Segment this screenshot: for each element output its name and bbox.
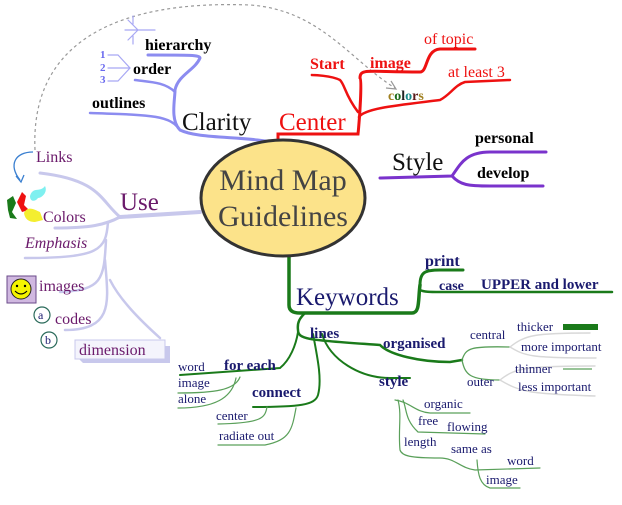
branch-use [23,171,202,340]
organised-more-important: more important [521,339,602,354]
colors-letter: l [401,89,405,104]
use-codes: codes [55,311,91,328]
style-same-as-image: image [486,472,518,487]
center-at-least-3: at least 3 [448,64,505,81]
branch-keywords [287,253,614,364]
branch-organised [461,332,597,397]
branch-label-style[interactable]: Style [392,149,443,176]
center-of-topic: of topic [424,31,473,48]
keywords-case: case [439,279,464,294]
central-topic-line2: Guidelines [218,200,348,233]
organised-outer: outer [467,374,494,389]
keywords-case-value: UPPER and lower [481,277,599,293]
style-same-as: same as [451,441,492,456]
branch-label-center[interactable]: Center [279,109,346,136]
smiley-image-icon [6,275,37,304]
thicker-line-sample [563,324,598,330]
svg-text:b: b [45,333,51,347]
style-develop: develop [477,165,530,182]
connect-radiate-out: radiate out [219,428,275,443]
colors-letter: r [412,89,418,104]
branch-label-clarity[interactable]: Clarity [182,109,252,136]
for-each-word: word [178,359,205,374]
colors-letter: c [388,89,394,104]
code-badge-b: b [40,331,58,349]
branch-label-keywords[interactable]: Keywords [296,284,399,311]
svg-text:a: a [38,308,44,322]
links-arrowhead-icon [15,174,25,184]
branch-lines [179,331,411,408]
link-dashed-arrow [34,3,396,151]
lines-connect: connect [252,385,301,401]
colors-letter: s [418,89,424,104]
lines-organised: organised [383,336,446,352]
color-splash-icon [7,186,46,222]
central-topic[interactable]: Mind Map Guidelines [199,138,367,258]
clarity-order: order [133,61,171,78]
branch-clarity [88,15,287,147]
clarity-hierarchy: hierarchy [145,37,211,54]
order-number-2: 2 [100,62,106,74]
clarity-outlines: outlines [92,95,145,112]
use-links[interactable]: Links [36,149,72,166]
use-colors: Colors [43,209,86,226]
branch-center [276,47,512,162]
dimension-box [74,339,170,363]
organised-central: central [470,327,506,342]
style-flowing: flowing [447,419,488,434]
use-images: images [39,278,84,295]
branch-label-use[interactable]: Use [120,189,159,216]
colors-letter: o [394,89,401,104]
style-personal: personal [475,130,534,147]
style-same-as-word: word [507,453,534,468]
branch-lines-style [394,399,541,489]
central-topic-ellipse [199,138,367,258]
keywords-print: print [425,253,460,270]
style-free: free [418,413,438,428]
lines-label: lines [310,326,339,342]
use-emphasis: Emphasis [24,235,87,252]
lines-style: style [379,374,409,390]
link-arrowhead [385,80,398,90]
for-each-image: image [178,375,210,390]
branch-style [378,150,548,188]
colors-letter: o [405,89,412,104]
style-organic: organic [424,396,463,411]
style-length: length [404,434,437,449]
code-badge-a: a [33,306,51,324]
branch-for-each-connect [177,376,297,446]
links-arrow-icon [13,151,34,181]
center-colors-word: colors [388,89,424,104]
organised-thicker: thicker [517,319,554,334]
for-each-alone: alone [178,391,206,406]
center-image: image [370,55,411,72]
order-number-3: 3 [100,74,106,86]
order-number-1: 1 [100,49,106,61]
central-topic-line1: Mind Map [219,164,347,197]
organised-thinner: thinner [515,361,552,376]
center-start: Start [310,56,345,73]
use-dimension: dimension [79,342,146,359]
connect-center: center [216,408,248,423]
organised-less-important: less important [518,379,592,394]
lines-for-each: for each [224,358,276,374]
